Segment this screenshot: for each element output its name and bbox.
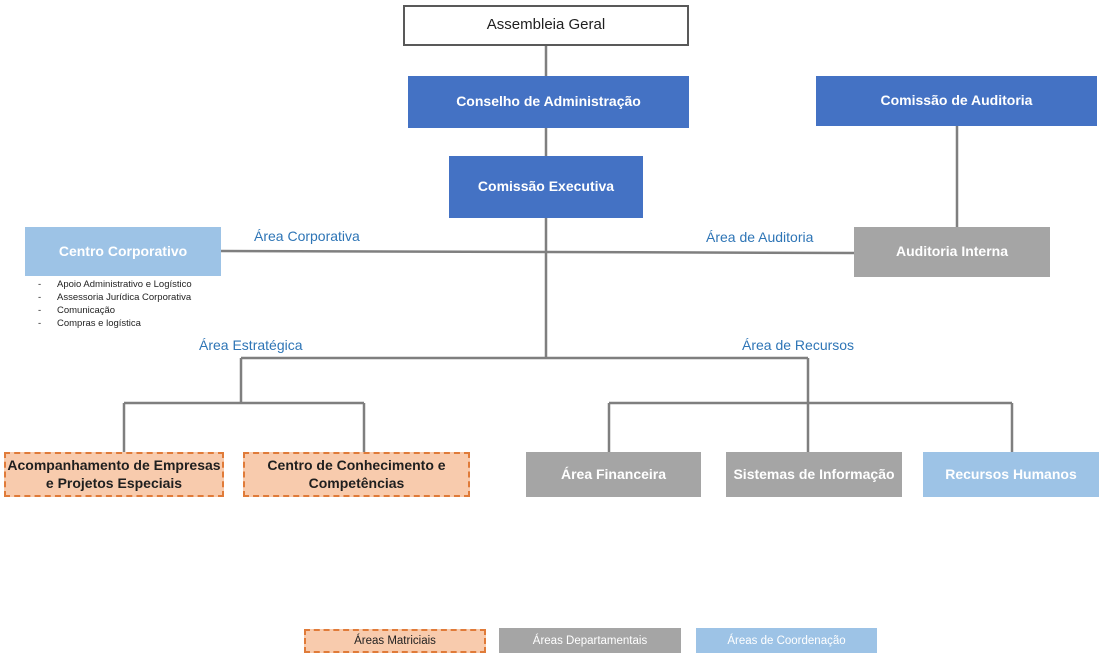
conselho-administracao-label: Conselho de Administração <box>456 93 641 110</box>
list-marker: - <box>38 279 42 290</box>
comissao-executiva-box: Comissão Executiva <box>449 156 643 218</box>
comissao-auditoria-box: Comissão de Auditoria <box>816 76 1097 126</box>
list-item-text: Apoio Administrativo e Logístico <box>57 279 192 290</box>
area-estrategica-label: Área Estratégica <box>199 337 303 353</box>
legend-coordenacao: Áreas de Coordenação <box>696 628 877 653</box>
list-item-text: Compras e logística <box>57 318 141 329</box>
list-item: - Assessoria Jurídica Corporativa <box>38 291 192 304</box>
legend-departamentais: Áreas Departamentais <box>499 628 681 653</box>
acompanhamento-label: Acompanhamento de Empresas e Projetos Es… <box>7 457 221 491</box>
comissao-executiva-label: Comissão Executiva <box>477 178 615 195</box>
centro-conhecimento-box: Centro de Conhecimento e Competências <box>243 452 470 497</box>
centro-conhecimento-label: Centro de Conhecimento e Competências <box>267 457 446 491</box>
legend-coordenacao-label: Áreas de Coordenação <box>727 634 846 647</box>
recursos-humanos-label: Recursos Humanos <box>945 465 1077 482</box>
legend-matriciais-label: Áreas Matriciais <box>354 635 436 647</box>
legend-matriciais: Áreas Matriciais <box>304 629 486 653</box>
assembleia-geral-label: Assembleia Geral <box>486 16 606 34</box>
list-item-text: Assessoria Jurídica Corporativa <box>57 292 192 303</box>
comissao-auditoria-label: Comissão de Auditoria <box>880 92 1033 109</box>
centro-corporativo-list: - Apoio Administrativo e Logístico - Asses… <box>38 278 192 330</box>
assembleia-geral-box: Assembleia Geral <box>403 5 689 46</box>
recursos-humanos-box: Recursos Humanos <box>923 452 1099 497</box>
sistemas-informacao-box: Sistemas de Informação <box>726 452 902 497</box>
conselho-administracao-box: Conselho de Administração <box>408 76 689 128</box>
list-marker: - <box>38 292 42 303</box>
sistemas-informacao-label: Sistemas de Informação <box>733 465 895 482</box>
centro-corporativo-label: Centro Corporativo <box>58 242 188 259</box>
legend-departamentais-label: Áreas Departamentais <box>532 634 648 647</box>
list-item: - Comunicação <box>38 304 192 317</box>
area-financeira-label: Área Financeira <box>560 465 667 482</box>
area-corporativa-label: Área Corporativa <box>254 228 360 244</box>
centro-corporativo-box: Centro Corporativo <box>25 227 221 276</box>
list-item-text: Comunicação <box>57 305 116 316</box>
area-auditoria-label: Área de Auditoria <box>706 229 814 245</box>
auditoria-interna-label: Auditoria Interna <box>895 243 1008 260</box>
auditoria-interna-box: Auditoria Interna <box>854 227 1050 277</box>
connector-corporativa-auditoria <box>219 249 856 255</box>
list-marker: - <box>38 305 42 316</box>
acompanhamento-box: Acompanhamento de Empresas e Projetos Es… <box>4 452 224 497</box>
list-item: - Compras e logística <box>38 317 192 330</box>
area-recursos-label: Área de Recursos <box>742 337 855 353</box>
list-marker: - <box>38 318 42 329</box>
area-financeira-box: Área Financeira <box>526 452 701 497</box>
list-item: - Apoio Administrativo e Logístico <box>38 278 192 291</box>
